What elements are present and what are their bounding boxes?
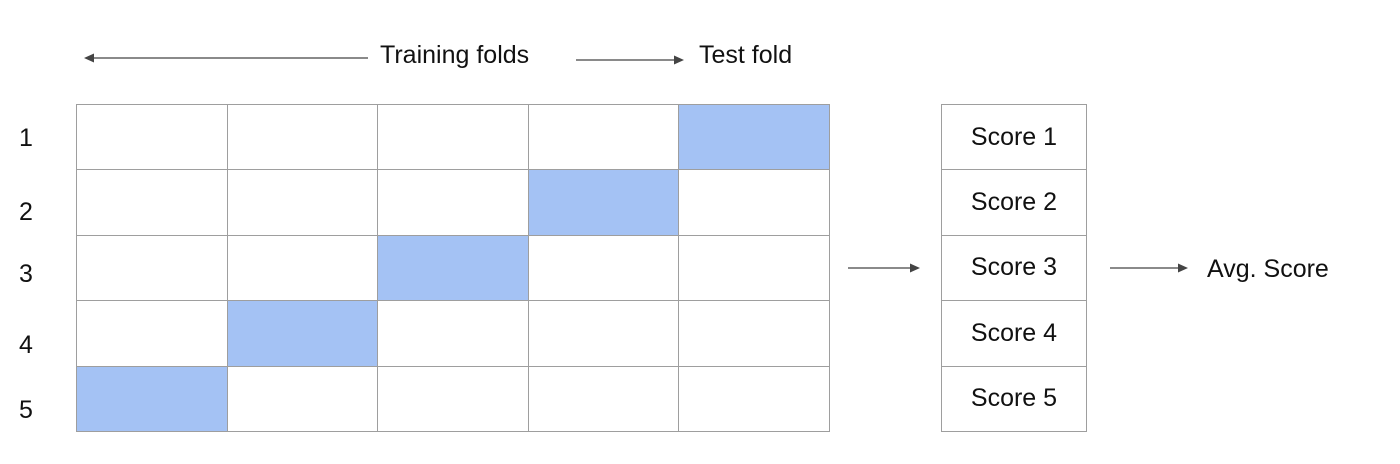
test-fold-cell <box>528 170 680 236</box>
row-label-3: 3 <box>19 260 33 288</box>
training-fold-cell <box>227 235 379 302</box>
training-fold-cell <box>227 105 379 171</box>
training-fold-cell <box>227 170 379 236</box>
test-fold-cell <box>679 105 830 171</box>
row-label-5: 5 <box>19 396 33 424</box>
training-fold-cell <box>679 235 830 302</box>
training-fold-cell <box>679 366 830 432</box>
score-cell-4: Score 4 <box>942 301 1087 367</box>
training-fold-cell <box>679 170 830 236</box>
training-fold-cell <box>378 366 529 432</box>
test-fold-cell <box>227 301 379 367</box>
scores-column: Score 1 Score 2 Score 3 Score 4 Score 5 <box>941 104 1087 432</box>
training-fold-cell <box>528 301 680 367</box>
training-folds-label: Training folds <box>380 41 530 69</box>
score-cell-1: Score 1 <box>942 105 1087 171</box>
training-folds-arrow <box>84 53 368 63</box>
training-fold-cell <box>378 301 529 367</box>
training-fold-cell <box>77 105 228 171</box>
grid-to-scores-arrow <box>848 263 920 273</box>
training-fold-cell <box>227 366 379 432</box>
score-cell-3: Score 3 <box>942 235 1087 302</box>
score-cell-2: Score 2 <box>942 170 1087 236</box>
test-fold-arrow <box>576 55 684 65</box>
row-label-2: 2 <box>19 198 33 226</box>
training-fold-cell <box>77 170 228 236</box>
training-fold-cell <box>679 301 830 367</box>
training-fold-cell <box>528 366 680 432</box>
training-fold-cell <box>378 170 529 236</box>
training-fold-cell <box>77 235 228 302</box>
average-score-label: Avg. Score <box>1207 255 1329 283</box>
test-fold-label: Test fold <box>699 41 793 69</box>
test-fold-cell <box>378 235 529 302</box>
scores-to-average-arrow <box>1110 263 1188 273</box>
row-label-4: 4 <box>19 331 33 359</box>
training-fold-cell <box>77 301 228 367</box>
row-label-1: 1 <box>19 124 33 152</box>
training-fold-cell <box>528 105 680 171</box>
test-fold-cell <box>77 366 228 432</box>
fold-grid <box>76 104 830 432</box>
training-fold-cell <box>378 105 529 171</box>
training-fold-cell <box>528 235 680 302</box>
score-cell-5: Score 5 <box>942 366 1087 432</box>
